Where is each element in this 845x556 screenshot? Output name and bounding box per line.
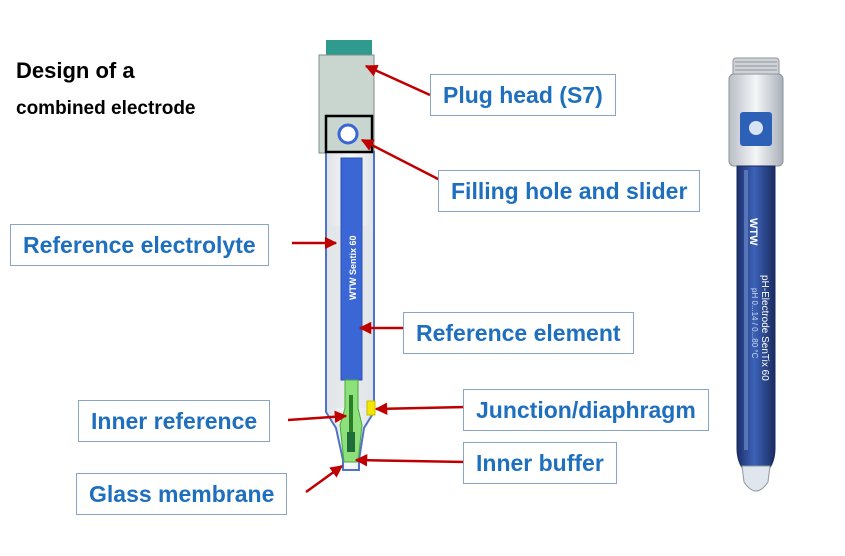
callout-arrows <box>287 64 467 494</box>
inner-reference-element <box>347 432 355 452</box>
label-glass-membrane: Glass membrane <box>76 473 288 515</box>
electrode-photo: WTW pH-Electrode SenTix 60 pH 0...14 / 0… <box>728 57 784 492</box>
arrow-junction <box>374 402 467 415</box>
junction-diaphragm <box>366 400 376 416</box>
label-reference-element: Reference element <box>403 312 634 354</box>
plug-cap <box>326 40 372 56</box>
diagram-subtitle: combined electrode <box>16 98 196 119</box>
photo-subtext: pH 0...14 / 0...80 °C <box>750 288 759 359</box>
photo-thread <box>732 57 780 77</box>
arrow-glass-membrane <box>305 464 344 494</box>
arrow-filling-hole <box>360 138 441 182</box>
photo-model: pH-Electrode SenTix 60 <box>759 275 770 381</box>
label-reference-electrolyte: Reference electrolyte <box>10 224 269 266</box>
photo-glass-tip <box>741 465 771 492</box>
filling-hole <box>337 123 359 145</box>
filling-hole-slider <box>324 114 374 154</box>
arrow-inner-reference <box>287 410 348 424</box>
arrow-inner-buffer <box>354 453 467 467</box>
arrow-plug-head <box>364 64 431 97</box>
photo-brand: WTW <box>747 218 759 246</box>
label-inner-buffer: Inner buffer <box>463 442 617 484</box>
schematic-brand-text: WTW Sentix 60 <box>348 235 358 300</box>
label-inner-reference: Inner reference <box>78 400 271 442</box>
diagram-title: Design of a <box>16 58 135 83</box>
label-plug-head: Plug head (S7) <box>430 74 616 116</box>
electrode-schematic: WTW Sentix 60 <box>318 40 376 471</box>
label-junction: Junction/diaphragm <box>463 389 709 431</box>
label-filling-hole: Filling hole and slider <box>438 170 701 212</box>
inner-reference-wire <box>349 395 353 435</box>
